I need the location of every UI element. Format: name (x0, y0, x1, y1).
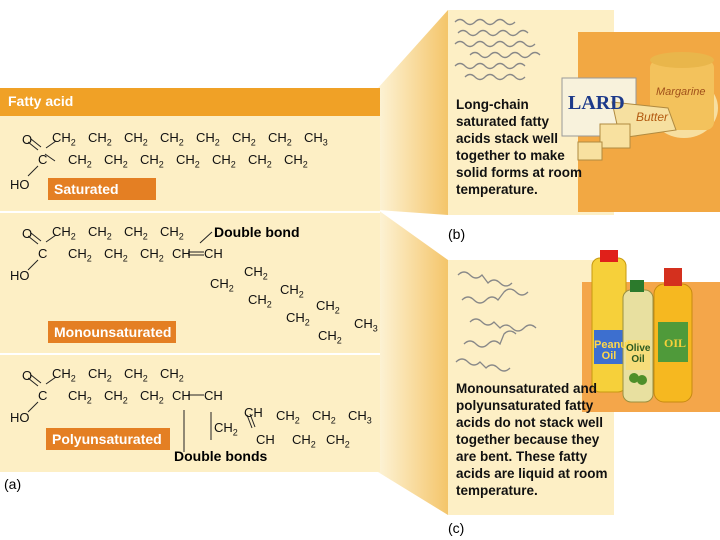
methyl-group: CH3 (304, 130, 328, 148)
methylene-group: CH2 (268, 130, 292, 148)
methylene-group: CH2 (196, 130, 220, 148)
methylene-group: CH2 (88, 130, 112, 148)
methylene-group: CH2 (316, 298, 340, 316)
methyl-group: CH3 (348, 408, 372, 426)
methylene-group: CH2 (214, 420, 238, 438)
fatty-acid-header: Fatty acid (0, 88, 380, 116)
methylene-group: CH2 (318, 328, 342, 346)
methylene-group: CH2 (88, 366, 112, 384)
methyl-group: CH3 (354, 316, 378, 334)
methylene-group: CH2 (124, 130, 148, 148)
methylene-group: CH2 (88, 224, 112, 242)
methylene-group: CH2 (140, 152, 164, 170)
methylene-group: CH2 (140, 246, 164, 264)
lard-label: LARD (568, 92, 625, 115)
methylene-group: CH2 (232, 130, 256, 148)
methylene-group: CH2 (212, 152, 236, 170)
methylene-group: CH2 (286, 310, 310, 328)
double-bonds-label: Double bonds (174, 448, 267, 464)
panel-b-description: Long-chain saturated fatty acids stack w… (456, 96, 582, 198)
oil-label: OIL (664, 336, 686, 351)
header-title: Fatty acid (8, 93, 73, 109)
methylene-group: CH2 (210, 276, 234, 294)
butter-label: Butter (636, 110, 668, 124)
polyunsaturated-tag: Polyunsaturated (46, 428, 170, 450)
methylene-group: CH2 (176, 152, 200, 170)
methylene-group: CH2 (160, 130, 184, 148)
methylene-group: CH2 (160, 366, 184, 384)
fan-to-c (378, 210, 448, 515)
methylene-group: CH2 (52, 130, 76, 148)
panel-c-description: Monounsaturated and polyunsaturated fatt… (456, 380, 608, 499)
methylene-group: CH2 (104, 388, 128, 406)
methylene-group: CH2 (312, 408, 336, 426)
methylene-group: CH2 (68, 388, 92, 406)
methylene-group: CH2 (104, 246, 128, 264)
methylene-group: CH2 (104, 152, 128, 170)
methylene-group: CH2 (124, 224, 148, 242)
methylene-group: CH2 (292, 432, 316, 450)
panel-c-label: (c) (448, 520, 464, 536)
fan-to-b (378, 10, 448, 215)
margarine-label: Margarine (656, 86, 706, 98)
panel-a-label: (a) (4, 476, 21, 492)
methylene-group: CH2 (52, 366, 76, 384)
methylene-group: CH2 (124, 366, 148, 384)
methylene-group: CH2 (280, 282, 304, 300)
methylene-group: CH2 (248, 152, 272, 170)
methylene-group: CH2 (276, 408, 300, 426)
methylene-group: CH2 (68, 152, 92, 170)
methylene-group: CH2 (140, 388, 164, 406)
saturated-tag: Saturated (48, 178, 156, 200)
monounsaturated-tag: Monounsaturated (48, 321, 176, 343)
methylene-group: CH2 (326, 432, 350, 450)
methylene-group: CH2 (68, 246, 92, 264)
methylene-group: CH2 (248, 292, 272, 310)
double-bond-label: Double bond (214, 224, 300, 240)
methylene-group: CH2 (160, 224, 184, 242)
methylene-group: CH2 (52, 224, 76, 242)
methylene-group: CH2 (284, 152, 308, 170)
methylene-group: CH2 (244, 264, 268, 282)
panel-b-label: (b) (448, 226, 465, 242)
